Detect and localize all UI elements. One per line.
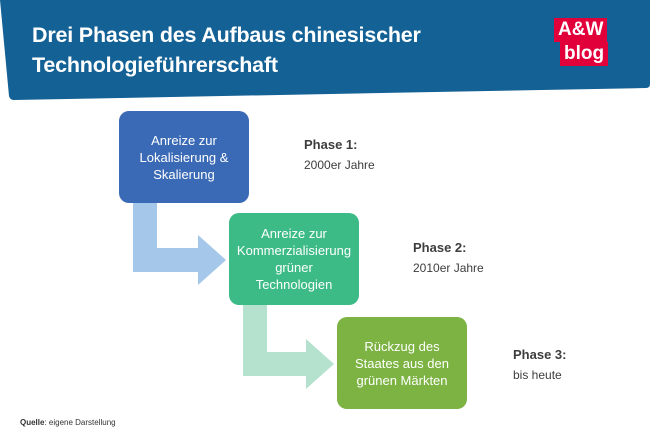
step-box-localization: Anreize zur Lokalisierung & Skalierung [119, 111, 249, 203]
phase-2-title: Phase 2: [413, 240, 467, 255]
step-box-commercialization: Anreize zur Kommerzialisierung grüner Te… [229, 213, 359, 305]
aw-blog-logo: A&W blog [554, 18, 614, 66]
header-banner: Drei Phasen des Aufbaus chinesischer Tec… [0, 0, 650, 103]
arrow-phase-1-to-2 [133, 203, 226, 285]
phase-1-title: Phase 1: [304, 137, 358, 152]
step-box-state-withdrawal: Rückzug des Staates aus den grünen Märkt… [337, 317, 467, 409]
phase-1-period: 2000er Jahre [304, 158, 375, 172]
phase-2-period: 2010er Jahre [413, 261, 484, 275]
page-title: Drei Phasen des Aufbaus chinesischer Tec… [32, 23, 421, 77]
logo-line-1: A&W [554, 18, 608, 42]
source-text: : eigene Darstellung [44, 418, 116, 427]
phase-3-label: Phase 3: bis heute [513, 346, 566, 384]
phase-1-label: Phase 1: 2000er Jahre [304, 136, 375, 174]
arrow-phase-2-to-3 [243, 305, 334, 389]
phase-2-label: Phase 2: 2010er Jahre [413, 239, 484, 277]
phase-3-title: Phase 3: [513, 347, 567, 362]
source-note: Quelle: eigene Darstellung [20, 418, 116, 427]
source-label: Quelle [20, 418, 45, 427]
phase-3-period: bis heute [513, 368, 562, 382]
logo-line-2: blog [560, 42, 609, 66]
header-background [0, 0, 650, 100]
